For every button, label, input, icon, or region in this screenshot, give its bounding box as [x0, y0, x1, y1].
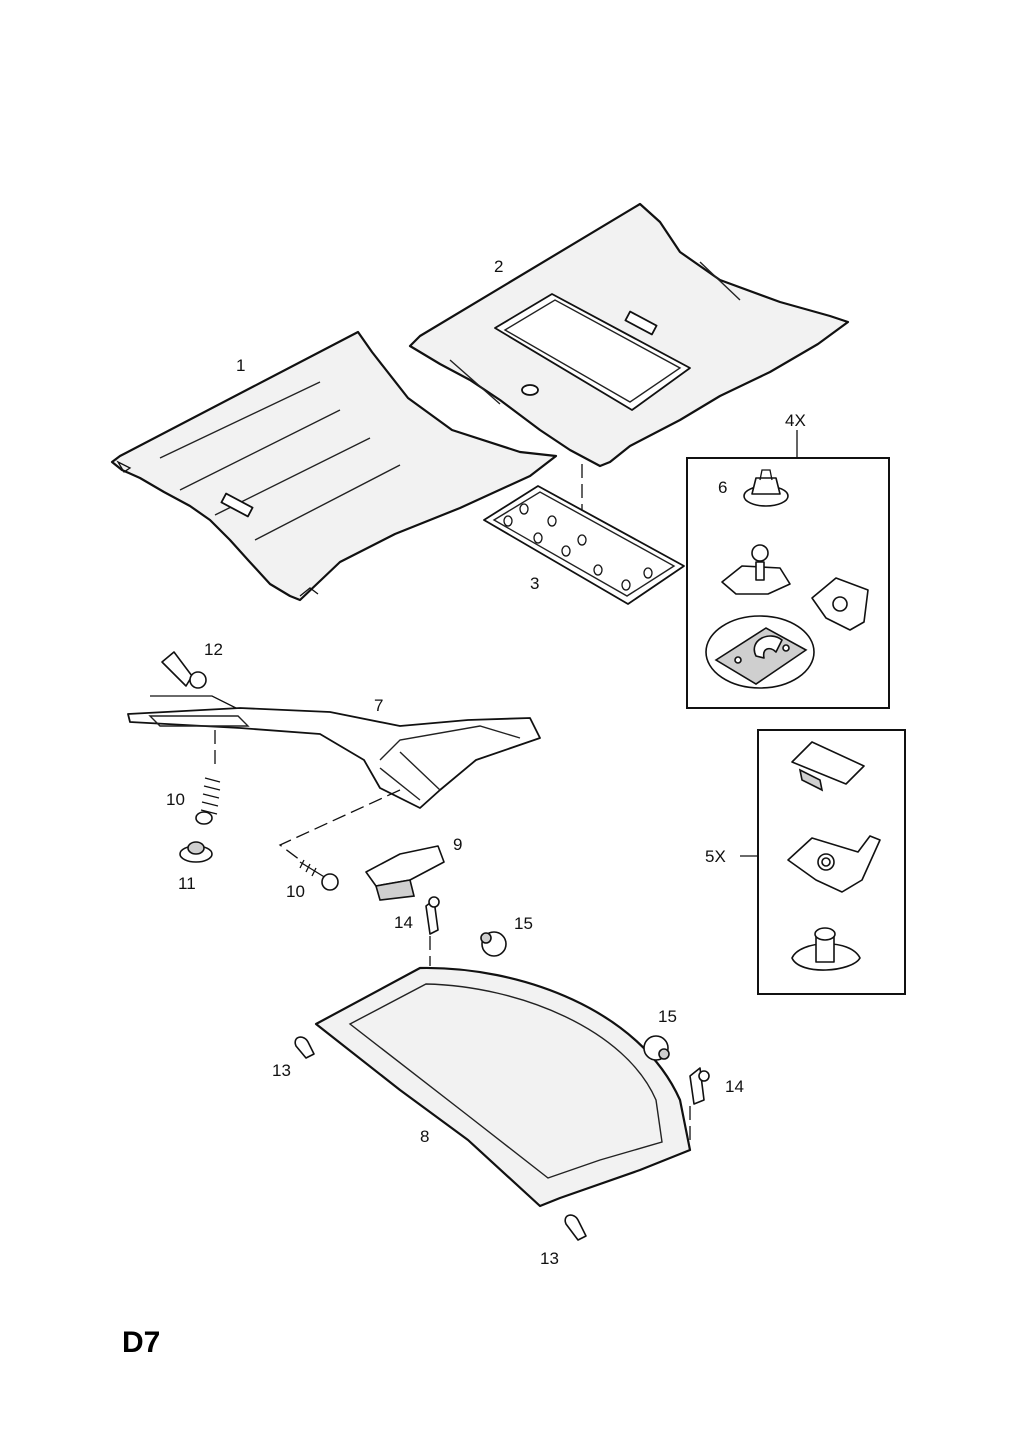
bracket-part-9 — [365, 845, 445, 901]
callout-6: 6 — [718, 478, 727, 497]
hook-part-13-right — [564, 1214, 587, 1241]
callout-2: 2 — [494, 257, 503, 276]
sunroof-panel-part-3 — [483, 485, 685, 605]
callout-14-upper: 14 — [394, 913, 413, 932]
hook-part-14-upper — [425, 896, 440, 935]
callout-14-lower: 14 — [725, 1077, 744, 1096]
mounting-plate — [705, 615, 815, 689]
callout-4x: 4X — [785, 411, 806, 430]
trim-clip-a — [791, 741, 865, 792]
push-rivet — [791, 927, 861, 971]
screw-part-10-lower — [299, 859, 339, 891]
callout-3: 3 — [530, 574, 539, 593]
spring-clip — [811, 577, 869, 631]
callout-12: 12 — [204, 640, 223, 659]
callout-9: 9 — [453, 835, 462, 854]
cap-part-15-upper — [480, 931, 507, 957]
headlining-part-1 — [110, 330, 558, 602]
cap-part-15-lower — [643, 1035, 670, 1061]
callout-13-right: 13 — [540, 1249, 559, 1268]
ball-stud — [721, 544, 791, 595]
callout-7: 7 — [374, 696, 383, 715]
callout-5x: 5X — [705, 847, 726, 866]
clip-part-6 — [743, 469, 789, 507]
trim-clip-b — [787, 835, 881, 893]
pillar-trim-part-7 — [127, 707, 541, 809]
leader-line-7-10b — [278, 789, 401, 861]
hook-part-14-lower — [689, 1067, 710, 1105]
kit-box-4x — [686, 430, 890, 709]
page-code: D7 — [122, 1326, 160, 1359]
clip-part-12 — [161, 651, 207, 689]
callout-15-lower: 15 — [658, 1007, 677, 1026]
callout-11: 11 — [178, 874, 196, 893]
callout-13-left: 13 — [272, 1061, 291, 1080]
grommet-part-11 — [179, 841, 213, 863]
hook-part-13-left — [294, 1036, 315, 1059]
callout-10-lower: 10 — [286, 882, 305, 901]
callout-10-upper: 10 — [166, 790, 185, 809]
parcel-shelf-part-8 — [314, 966, 692, 1208]
headlining-part-2 — [408, 202, 850, 468]
kit-box-5x — [740, 729, 906, 995]
screw-part-10-upper — [195, 777, 221, 825]
callout-8: 8 — [420, 1127, 429, 1146]
callout-1: 1 — [236, 356, 245, 375]
callout-15-upper: 15 — [514, 914, 533, 933]
